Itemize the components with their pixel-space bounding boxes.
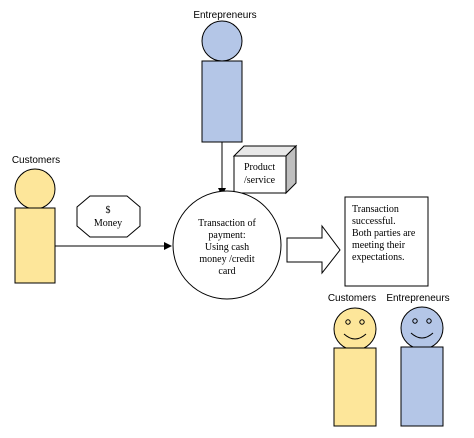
- customer-happy-label: Customers: [328, 293, 376, 304]
- entrepreneur-happy-right-eye: [426, 318, 432, 324]
- customer-happy-figure: Customers: [328, 293, 377, 427]
- product-box-line2: /service: [244, 175, 276, 186]
- customer-happy-head: [333, 307, 377, 351]
- customer-happy-smile: [343, 333, 367, 340]
- customer-left-figure: Customers: [12, 155, 60, 284]
- money-octagon: [76, 195, 141, 238]
- entrepreneur-happy-left-eye: [412, 318, 418, 324]
- customer-left-label: Customers: [12, 155, 60, 166]
- transaction-line3: Using cash: [205, 242, 249, 253]
- result-note-line4: meeting their: [352, 240, 406, 251]
- money-symbol: $: [106, 205, 111, 216]
- result-note-line1: Transaction: [352, 204, 399, 215]
- customer-left-body: [14, 207, 56, 284]
- entrepreneur-top-label: Entrepreneurs: [193, 10, 256, 21]
- result-note-line2: successful.: [352, 216, 396, 227]
- product-service-box: Product /service: [232, 144, 298, 195]
- transaction-circle: [172, 190, 282, 300]
- transaction-line2: payment:: [208, 230, 245, 241]
- product-box-top: [232, 145, 298, 157]
- customer-happy-left-eye: [345, 319, 351, 325]
- result-block-arrow: [286, 224, 341, 275]
- customer-happy-right-eye: [359, 319, 365, 325]
- entrepreneur-top-figure: Entrepreneurs: [193, 10, 257, 143]
- customer-happy-body: [333, 347, 377, 427]
- entrepreneur-happy-label: Entrepreneurs: [386, 293, 449, 304]
- result-note-line3: Both parties are: [352, 228, 416, 239]
- money-tag: $ Money: [76, 195, 141, 238]
- transaction-line5: card: [218, 266, 235, 277]
- entrepreneur-happy-head: [400, 306, 444, 350]
- result-note-box: [344, 196, 429, 287]
- product-box-front: [233, 155, 287, 194]
- customer-left-head: [14, 168, 56, 210]
- entrepreneur-happy-figure: Entrepreneurs: [386, 293, 450, 427]
- result-note-line5: expectations.: [352, 252, 404, 263]
- transaction-line4: money /credit: [199, 254, 254, 265]
- result-note: Transaction successful. Both parties are…: [344, 196, 429, 287]
- entrepreneur-happy-smile: [410, 332, 434, 339]
- product-box-line1: Product: [244, 162, 275, 173]
- money-label: Money: [94, 218, 122, 229]
- entrepreneur-happy-body: [400, 346, 444, 427]
- transaction-line1: Transaction of: [198, 218, 256, 229]
- transaction-node: Transaction of payment: Using cash money…: [172, 190, 282, 300]
- entrepreneur-top-head: [201, 20, 243, 62]
- entrepreneur-top-body: [201, 60, 243, 143]
